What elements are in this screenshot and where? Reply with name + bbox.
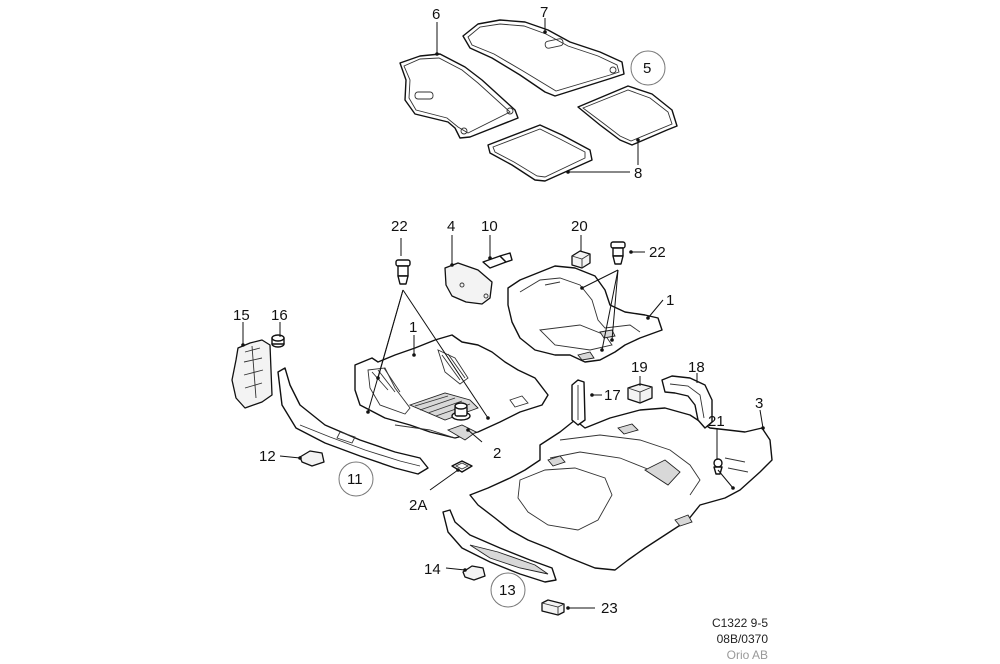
callout-4: 4: [447, 218, 455, 235]
panel-18: [661, 375, 713, 429]
leader-lines: [241, 18, 765, 610]
callout-11: 11: [347, 471, 363, 488]
callout-1-left: 1: [409, 319, 417, 336]
callout-12: 12: [259, 448, 276, 465]
callout-16: 16: [271, 307, 288, 324]
fastener-10: [482, 252, 513, 269]
front-floor-carpet-right: [507, 265, 663, 363]
floor-mat-front-right: [462, 19, 625, 97]
callout-circle-5: [630, 50, 666, 86]
pad-23: [541, 599, 565, 616]
callout-circle-13: [490, 572, 526, 608]
callout-circle-11: [338, 461, 374, 497]
callout-5: 5: [643, 60, 651, 77]
main-floor-carpet: [469, 407, 773, 571]
sill-plate-left: [277, 367, 429, 475]
pad-17: [571, 379, 586, 426]
callout-10: 10: [481, 218, 498, 235]
callout-21: 21: [708, 413, 725, 430]
company-name: Orio AB: [727, 648, 768, 662]
clip-16: [271, 334, 285, 348]
callout-8: 8: [634, 165, 642, 182]
front-floor-carpet-left: [354, 334, 549, 441]
retainer-22-left: [395, 259, 411, 285]
drawing-ref: 08B/0370: [717, 632, 769, 646]
callout-6: 6: [432, 6, 440, 23]
clip-12: [299, 450, 325, 467]
sill-plate-right: [442, 509, 557, 583]
pad-20: [571, 250, 591, 269]
floor-mat-rear-right: [577, 85, 678, 146]
clip-21: [713, 458, 723, 475]
callout-22-left: 22: [391, 218, 408, 235]
callout-2a: 2A: [409, 497, 427, 514]
retainer-22-right: [610, 241, 626, 265]
plug-2a: [451, 460, 473, 473]
plug-2: [451, 402, 471, 421]
callout-22-right: 22: [649, 244, 666, 261]
bracket-4: [444, 262, 493, 305]
clip-14: [462, 565, 486, 581]
callout-18: 18: [688, 359, 705, 376]
callout-3: 3: [755, 395, 763, 412]
callout-1-right: 1: [666, 292, 674, 309]
callout-17: 17: [604, 387, 621, 404]
pad-19: [627, 383, 653, 404]
callout-7: 7: [540, 4, 548, 21]
callout-2: 2: [493, 445, 501, 462]
floor-mat-rear-left: [487, 124, 593, 182]
callout-15: 15: [233, 307, 250, 324]
drawing-code: C1322 9-5: [712, 616, 768, 630]
floor-mat-front-left: [399, 53, 519, 139]
callout-20: 20: [571, 218, 588, 235]
callout-23: 23: [601, 600, 618, 617]
callout-19: 19: [631, 359, 648, 376]
side-trim-panel: [231, 339, 273, 409]
callout-14: 14: [424, 561, 441, 578]
callout-13: 13: [499, 582, 516, 599]
